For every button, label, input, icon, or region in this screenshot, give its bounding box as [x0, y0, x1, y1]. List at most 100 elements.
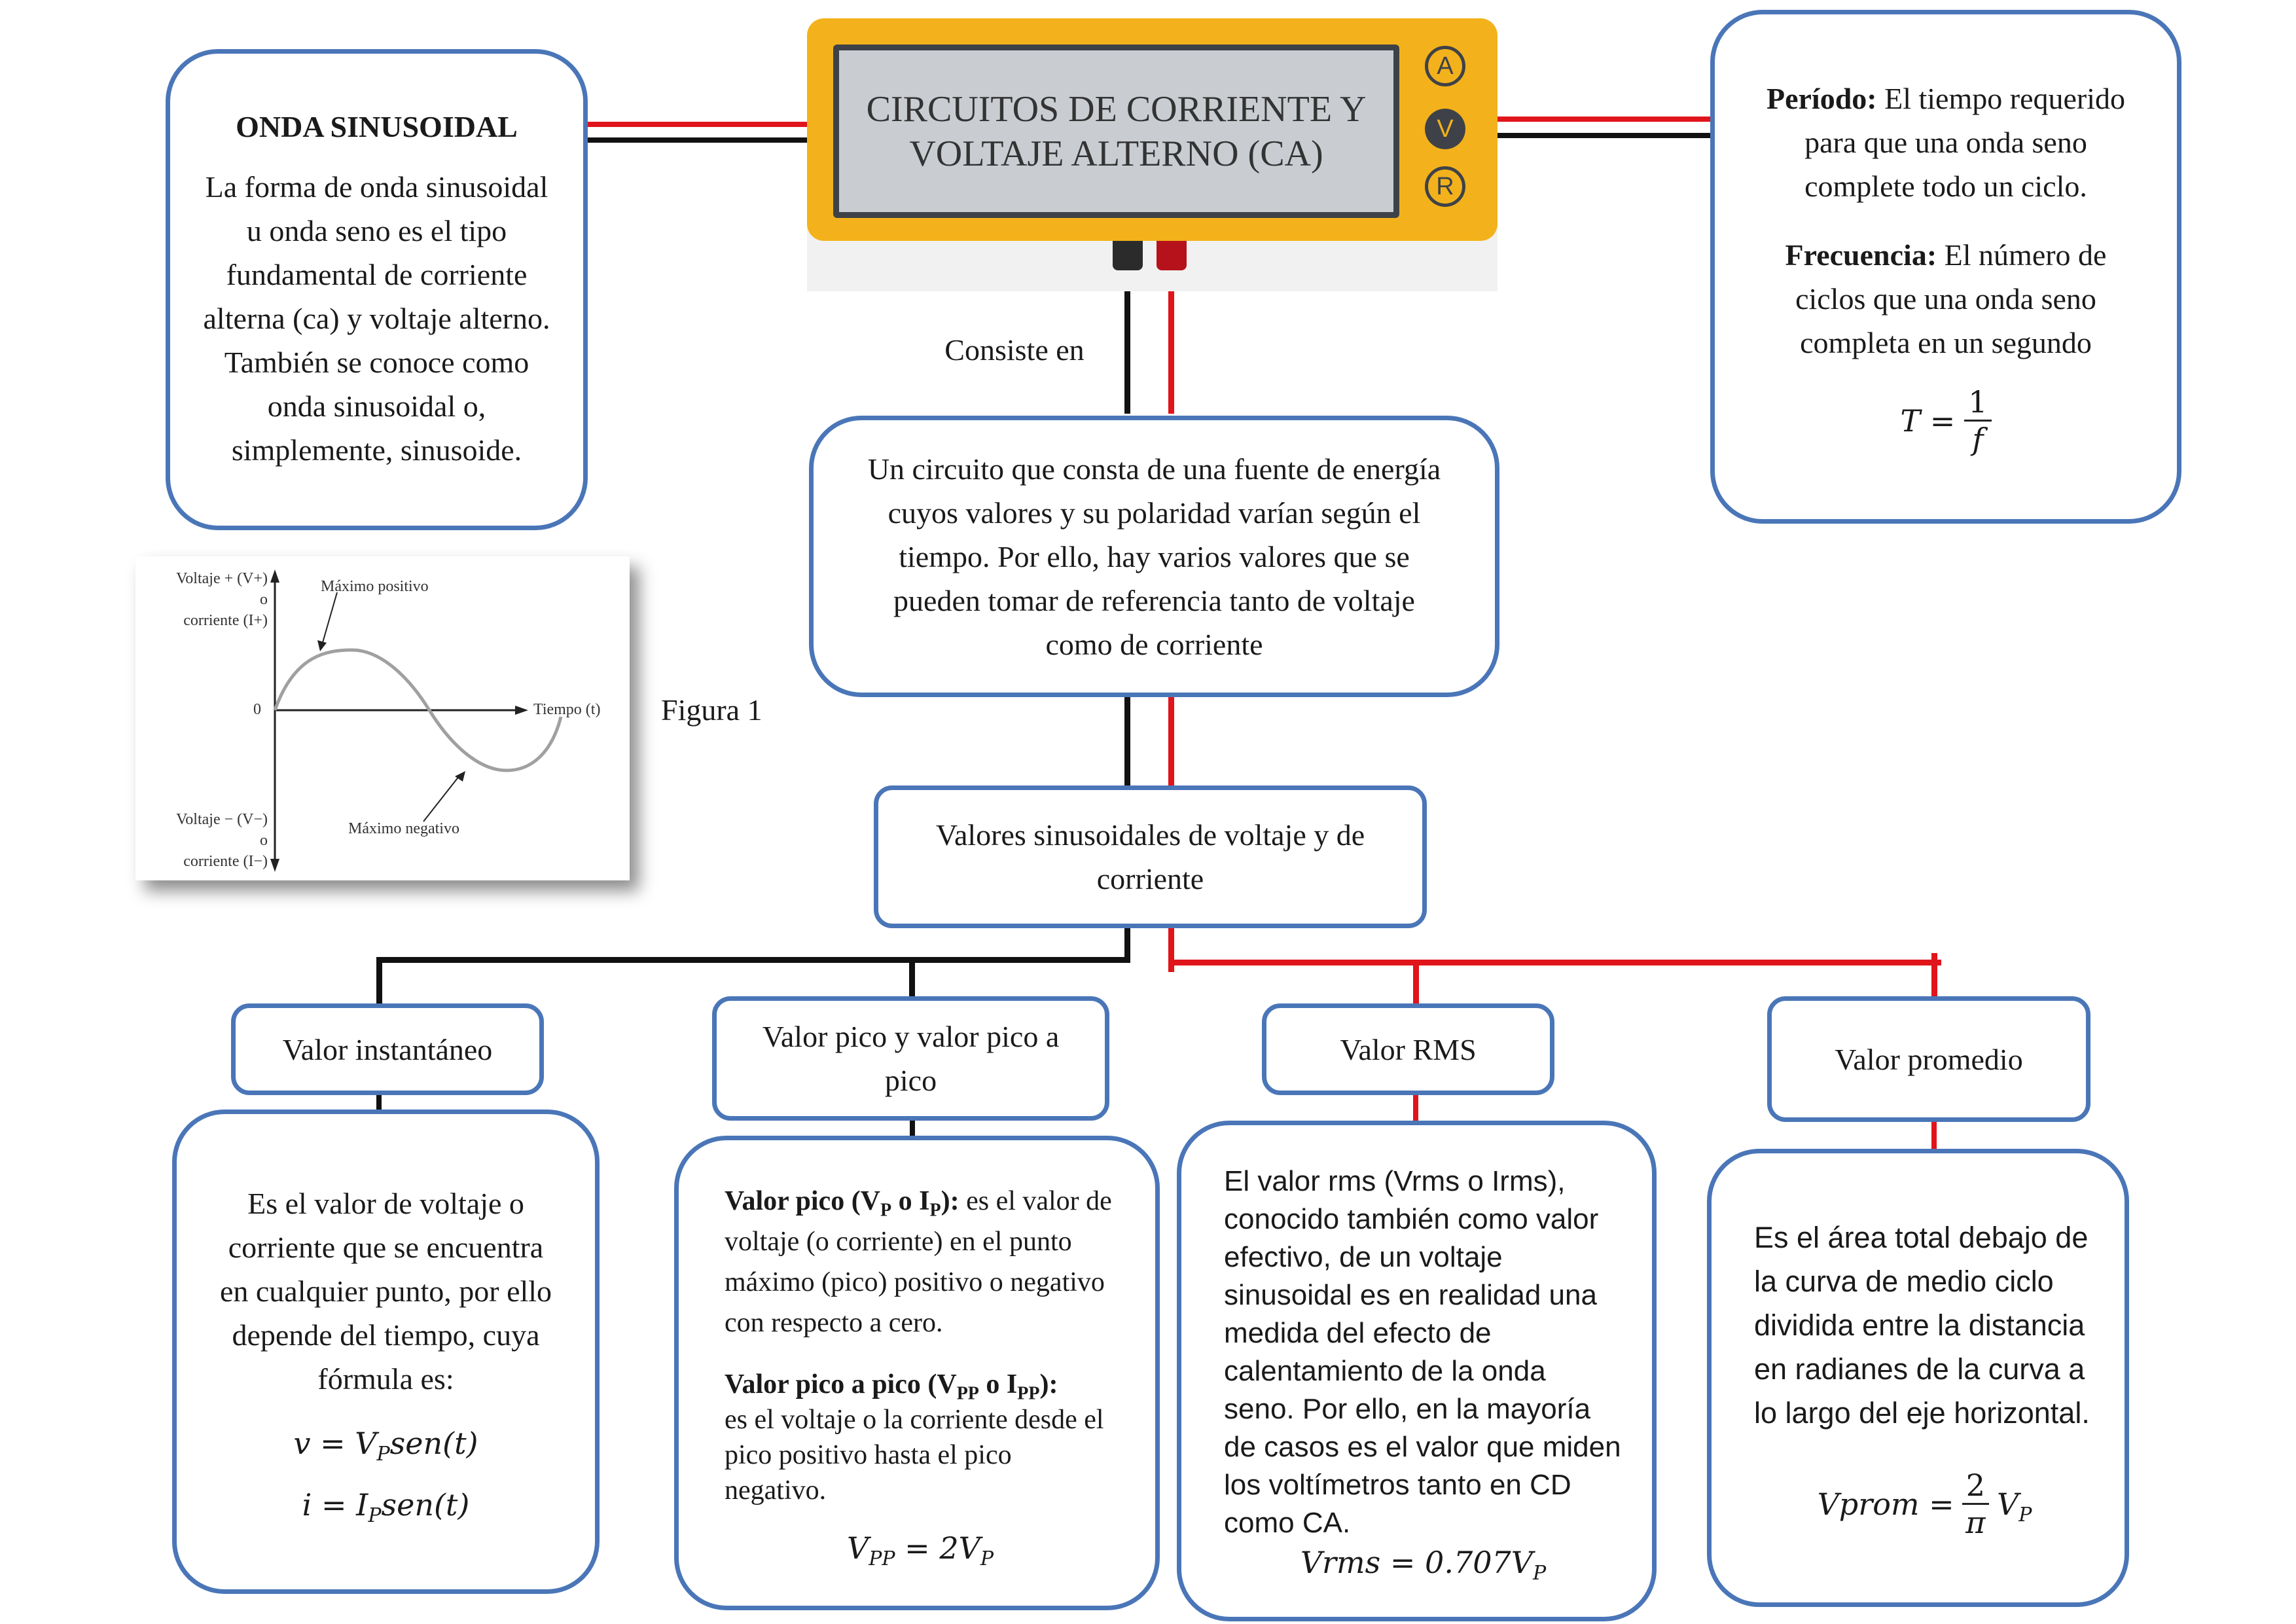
category-instantaneo: Valor instantáneo	[231, 1003, 544, 1095]
instantaneo-f1-rhs: sen(t)	[389, 1425, 478, 1461]
instantaneo-f2-rhs: sen(t)	[381, 1487, 470, 1523]
black-jack	[1113, 241, 1143, 270]
meter-button-v-label: V	[1437, 115, 1454, 143]
black-wire-down	[1124, 923, 1130, 962]
meter-button-a[interactable]: A	[1425, 46, 1465, 86]
instantaneo-f1-lhs: v = V	[293, 1425, 377, 1461]
sine-curve	[273, 648, 563, 772]
instantaneo-text: Es el valor de voltaje o corriente que s…	[219, 1186, 552, 1396]
pico-formula-lhs: V	[846, 1530, 869, 1566]
figure-1: Voltaje + (V+) o corriente (I+) 0 Tiempo…	[135, 556, 630, 880]
periodo-text: El tiempo requerido para que una onda se…	[1804, 82, 2125, 203]
instantaneo-f2-lhs: i = I	[302, 1487, 368, 1523]
black-branch-instantaneo	[376, 957, 382, 1005]
figure-y-bot-line1: Voltaje − (V−)	[176, 811, 268, 828]
promedio-fraction: 2 π	[1962, 1468, 1989, 1540]
periodo-formula-lhs: T =	[1900, 403, 1956, 439]
black-wire-right	[1491, 133, 1712, 138]
figure-y-top-line3: corriente (I+)	[183, 612, 268, 629]
category-promedio-label: Valor promedio	[1835, 1042, 2023, 1076]
red-branch-rms	[1413, 960, 1419, 1004]
max-neg-arrow	[423, 775, 460, 822]
promedio-detail-box: Es el área total debajo de la curva de m…	[1707, 1149, 2129, 1607]
meter-screen: CIRCUITOS DE CORRIENTE Y VOLTAJE ALTERNO…	[833, 45, 1399, 218]
category-pico: Valor pico y valor pico a pico	[712, 996, 1109, 1121]
pico-detail-box: Valor pico (VP o IP): es el valor de vol…	[674, 1136, 1160, 1610]
red-wire-down	[1168, 923, 1174, 972]
pico-formula-sub2: P	[980, 1547, 994, 1570]
page-title-line1: CIRCUITOS DE CORRIENTE Y	[866, 88, 1367, 130]
figure-x-label: Tiempo (t)	[533, 701, 601, 718]
red-jack	[1157, 241, 1187, 270]
definition-text: Un circuito que consta de una fuente de …	[867, 452, 1441, 661]
figure-caption: Figura 1	[661, 693, 762, 727]
figure-max-pos: Máximo positivo	[321, 578, 429, 595]
instantaneo-detail-box: Es el valor de voltaje o corriente que s…	[172, 1110, 600, 1594]
red-probe-wire	[1168, 262, 1174, 414]
red-branch-promedio	[1931, 953, 1937, 999]
periodo-fraction-den: f	[1972, 422, 1984, 457]
promedio-fraction-den: π	[1965, 1505, 1986, 1540]
promedio-fraction-num: 2	[1962, 1468, 1989, 1505]
meter-button-v[interactable]: V	[1425, 109, 1465, 149]
category-pico-label: Valor pico y valor pico a pico	[762, 1020, 1060, 1097]
link-pico	[910, 1117, 915, 1136]
black-wire-left	[586, 137, 812, 143]
red-wire-left	[586, 122, 812, 127]
periodo-label: Período:	[1766, 82, 1877, 115]
pico-p2-text: es el voltaje o la corriente desde el pi…	[725, 1404, 1104, 1506]
valores-box: Valores sinusoidales de voltaje y de cor…	[874, 785, 1427, 928]
periodo-fraction-num: 1	[1964, 384, 1992, 422]
promedio-text: Es el área total debajo de la curva de m…	[1754, 1221, 2090, 1430]
pico-formula-sub1: PP	[869, 1547, 895, 1570]
figure-y-arrow-top	[270, 569, 279, 583]
pico-p2-label: Valor pico a pico (VPP o IPP):	[725, 1369, 1058, 1403]
page-title-line2: VOLTAJE ALTERNO (CA)	[909, 133, 1323, 174]
onda-text: La forma de onda sinusoidal u onda seno …	[203, 170, 550, 467]
max-neg-arrowhead	[455, 771, 465, 782]
figure-max-neg: Máximo negativo	[348, 820, 459, 837]
rms-detail-box: El valor rms (Vrms o Irms), conocido tam…	[1177, 1121, 1657, 1621]
black-branch-bar	[376, 957, 1130, 963]
pico-p1-text: es el valor de voltaje (o corriente) en …	[725, 1185, 1112, 1338]
pico-formula-mid: = 2V	[895, 1530, 980, 1566]
sine-wave-figure	[270, 569, 563, 872]
black-probe-wire	[1124, 262, 1130, 414]
periodo-definition: Período: El tiempo requerido para que un…	[1748, 77, 2144, 208]
onda-sinusoidal-box: ONDA SINUSOIDAL La forma de onda sinusoi…	[166, 49, 588, 530]
black-wire-mid	[1124, 694, 1130, 789]
max-pos-arrowhead	[317, 640, 327, 651]
category-rms: Valor RMS	[1262, 1003, 1554, 1095]
promedio-formula-lhs: Vprom =	[1817, 1486, 1954, 1522]
figure-y-top-line2: o	[260, 591, 268, 608]
instantaneo-formula-i: i = IPsen(t)	[302, 1487, 470, 1526]
rms-formula: Vrms = 0.707VP	[1300, 1544, 1546, 1583]
frecuencia-text: El número de ciclos que una onda seno co…	[1795, 238, 2107, 359]
link-instantaneo	[376, 1092, 382, 1110]
figure-y-arrow-bottom	[270, 859, 279, 872]
promedio-formula: Vprom = 2 π VP	[1818, 1468, 2032, 1540]
red-branch-bar	[1168, 960, 1941, 965]
figure-y-bot-line2: o	[260, 832, 268, 849]
pico-p1-label: Valor pico (VP o IP):	[725, 1185, 960, 1220]
periodo-frecuencia-box: Período: El tiempo requerido para que un…	[1710, 10, 2181, 524]
periodo-formula: T = 1 f	[1900, 384, 1992, 457]
instantaneo-f1-sub: P	[376, 1442, 390, 1466]
valores-text: Valores sinusoidales de voltaje y de cor…	[935, 818, 1365, 895]
rms-formula-sub: P	[1532, 1561, 1547, 1585]
link-rms	[1413, 1092, 1418, 1123]
definition-box: Un circuito que consta de una fuente de …	[809, 416, 1499, 697]
figure-x-arrow	[515, 706, 528, 715]
instantaneo-f2-sub: P	[368, 1504, 382, 1527]
rms-formula-main: Vrms = 0.707V	[1300, 1544, 1533, 1580]
meter-button-a-label: A	[1437, 52, 1454, 80]
figure-y-top-line1: Voltaje + (V+)	[176, 570, 268, 587]
promedio-formula-rhs: VP	[1997, 1486, 2032, 1526]
instantaneo-formula-v: v = VPsen(t)	[293, 1425, 478, 1464]
connector-label: Consiste en	[944, 333, 1085, 367]
meter-button-r[interactable]: R	[1425, 166, 1465, 207]
red-wire-right	[1491, 117, 1712, 122]
meter-button-r-label: R	[1436, 172, 1454, 200]
pico-paragraph-2: Valor pico a pico (VPP o IPP):es el volt…	[725, 1367, 1116, 1508]
pico-formula: VPP = 2VP	[846, 1530, 994, 1569]
